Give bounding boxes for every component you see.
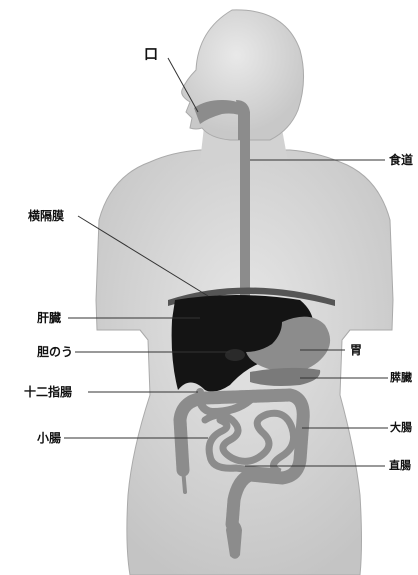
label-large-intestine: 大腸 bbox=[390, 421, 412, 435]
label-small-intestine: 小腸 bbox=[37, 431, 61, 445]
label-mouth: 口 bbox=[144, 48, 158, 62]
label-diaphragm: 横隔膜 bbox=[28, 209, 64, 223]
gallbladder-shape bbox=[225, 349, 245, 361]
arm-gap-right bbox=[342, 330, 392, 340]
label-esophagus: 食道 bbox=[389, 153, 413, 167]
label-liver: 肝臓 bbox=[37, 311, 61, 325]
label-rectum: 直腸 bbox=[389, 459, 411, 473]
label-stomach: 胃 bbox=[350, 343, 362, 357]
label-pancreas: 膵臓 bbox=[390, 371, 412, 385]
arm-gap-left bbox=[97, 330, 148, 340]
esophagus-tube bbox=[240, 130, 250, 300]
appendix-shape bbox=[183, 468, 185, 492]
label-duodenum: 十二指腸 bbox=[24, 385, 72, 399]
label-gallbladder: 胆のう bbox=[37, 345, 73, 359]
